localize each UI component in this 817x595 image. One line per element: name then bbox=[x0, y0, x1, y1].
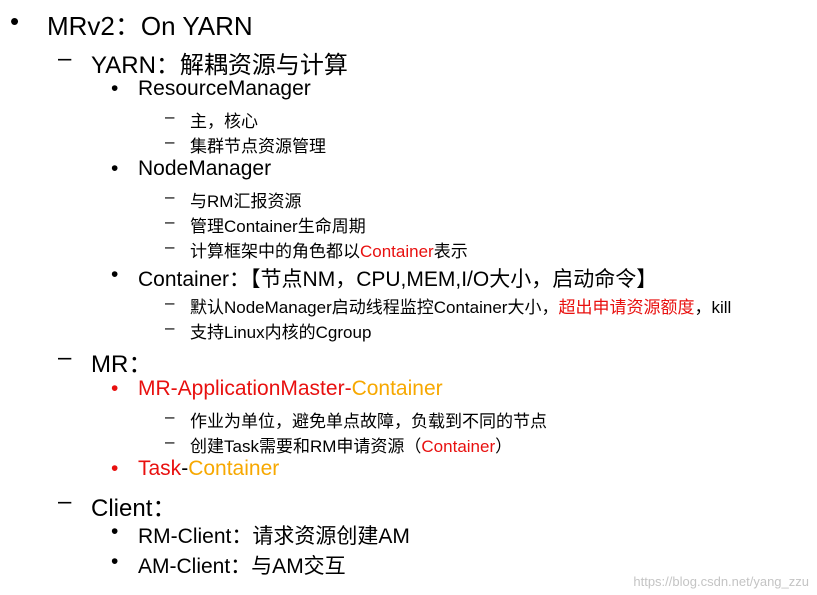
watermark: https://blog.csdn.net/yang_zzu bbox=[633, 574, 809, 589]
container-item-text: 支持Linux内核的Cgroup bbox=[190, 323, 372, 342]
rm-item-text: 主，核心 bbox=[190, 112, 258, 131]
bullet-dash: – bbox=[165, 318, 175, 337]
nm-label: NodeManager bbox=[138, 157, 272, 180]
highlight-red: Task bbox=[138, 457, 182, 480]
highlight-red: 超出申请资源额度 bbox=[558, 298, 695, 317]
bullet-dot: • bbox=[111, 77, 119, 100]
text-segment: 默认NodeManager启动线程监控Container大小， bbox=[190, 298, 559, 317]
rm-item-text: 集群节点资源管理 bbox=[190, 137, 326, 156]
text-segment: 表示 bbox=[433, 242, 468, 261]
container-item-text: 默认NodeManager启动线程监控Container大小，超出申请资源额度，… bbox=[190, 293, 731, 318]
mr-heading: MR： bbox=[91, 351, 153, 378]
bullet-dash: – bbox=[58, 488, 72, 515]
bullet-dash: – bbox=[58, 344, 72, 371]
highlight-red: MR-ApplicationMaster bbox=[138, 377, 345, 400]
am-item-text: 创建Task需要和RM申请资源（Container） bbox=[190, 432, 512, 457]
highlight-red: Container bbox=[360, 242, 434, 261]
slide-title: MRv2：On YARN bbox=[47, 11, 253, 41]
bullet-dot: • bbox=[111, 263, 119, 286]
bullet-dot: • bbox=[111, 457, 119, 480]
client-item-text: RM-Client：请求资源创建AM bbox=[138, 525, 410, 548]
bullet-dot: • bbox=[111, 520, 119, 543]
yarn-heading: YARN：解耦资源与计算 bbox=[91, 52, 348, 79]
text-segment: 计算框架中的角色都以 bbox=[190, 242, 360, 261]
bullet-dash: – bbox=[165, 293, 175, 312]
bullet-dot: • bbox=[111, 550, 119, 573]
am-label: MR-ApplicationMaster-Container bbox=[138, 377, 443, 401]
bullet-dash: – bbox=[165, 132, 175, 151]
am-item-text: 作业为单位，避免单点故障，负载到不同的节点 bbox=[190, 412, 547, 431]
separator: - bbox=[181, 457, 189, 480]
client-item-text: AM-Client：与AM交互 bbox=[138, 555, 346, 578]
bullet-dash: – bbox=[165, 107, 175, 126]
text-segment: 创建Task需要和RM申请资源（ bbox=[190, 437, 422, 456]
text-segment: ，kill bbox=[694, 298, 732, 317]
bullet-dash: – bbox=[58, 45, 72, 72]
bullet-dash: – bbox=[165, 407, 175, 426]
bullet-dot: • bbox=[111, 377, 119, 400]
bullet-dot: • bbox=[10, 6, 20, 36]
client-heading: Client： bbox=[91, 495, 177, 522]
text-segment: ） bbox=[495, 437, 513, 456]
nm-item-text: 管理Container生命周期 bbox=[190, 217, 366, 236]
bullet-dash: – bbox=[165, 187, 175, 206]
task-label: Task-Container bbox=[138, 457, 279, 481]
highlight-orange: Container bbox=[351, 377, 443, 400]
highlight-orange: Container bbox=[188, 457, 280, 480]
bullet-dash: – bbox=[165, 237, 175, 256]
nm-item-text: 与RM汇报资源 bbox=[190, 192, 302, 211]
bullet-dot: • bbox=[111, 157, 119, 180]
bullet-dash: – bbox=[165, 432, 175, 451]
container-label: Container：【节点NM，CPU,MEM,I/O大小，启动命令】 bbox=[138, 268, 658, 291]
bullet-dash: – bbox=[165, 212, 175, 231]
nm-item-text: 计算框架中的角色都以Container表示 bbox=[190, 237, 468, 262]
separator: - bbox=[344, 377, 352, 400]
highlight-red: Container bbox=[421, 437, 496, 456]
rm-label: ResourceManager bbox=[138, 77, 311, 100]
